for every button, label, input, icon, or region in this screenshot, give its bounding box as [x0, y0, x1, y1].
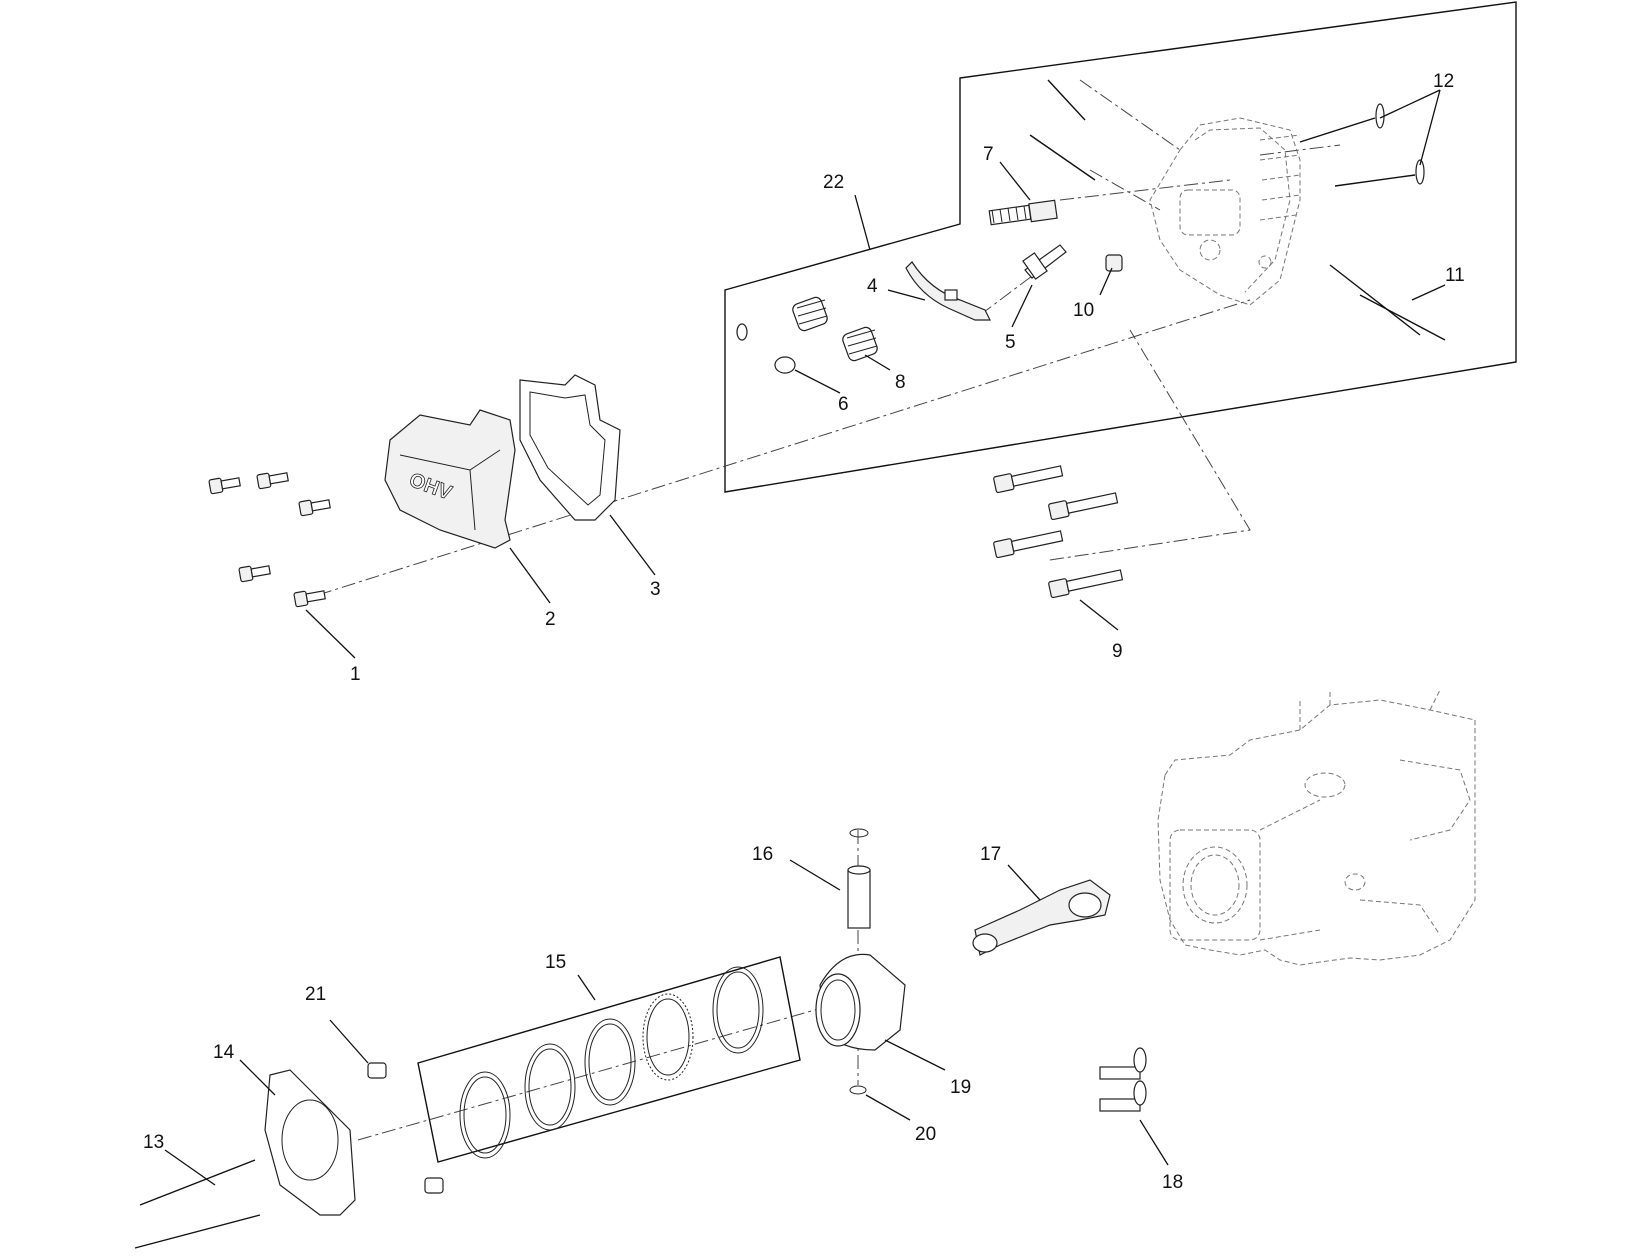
valves [1299, 103, 1425, 187]
rocker-pivot [1022, 244, 1067, 280]
alignment-line-cover [317, 299, 1251, 596]
piston-pin [847, 828, 871, 929]
spring-retainer [774, 356, 796, 374]
cylinder-dowel-rods [134, 1159, 261, 1249]
callout-21: 21 [305, 984, 326, 1005]
valve-stem-seal [1105, 254, 1123, 272]
callout-10: 10 [1073, 300, 1094, 321]
alignment-line-pushrod-b [1089, 169, 1161, 211]
callout-19: 19 [950, 1077, 971, 1098]
cover-bolts [208, 472, 331, 608]
alignment-line-rocker [979, 269, 1041, 316]
alignment-line-pushrod-a [1079, 79, 1181, 151]
dowel-pin-upper [367, 1062, 387, 1079]
callout-8: 8 [895, 372, 906, 393]
callout-18: 18 [1162, 1172, 1183, 1193]
head-studs [1029, 79, 1446, 341]
callout-2: 2 [545, 609, 556, 630]
piston [815, 953, 906, 1051]
alignment-line-head-bolts [1049, 329, 1251, 561]
cylinder-head-gasket [264, 1069, 356, 1216]
leader-lines [164, 89, 1446, 1186]
spark-plug [988, 199, 1058, 226]
callout-12: 12 [1433, 71, 1454, 92]
callout-17: 17 [980, 844, 1001, 865]
callout-4: 4 [867, 276, 878, 297]
piston-rings [459, 966, 764, 1159]
callout-15: 15 [545, 952, 566, 973]
alignment-line-spark-plug [1059, 179, 1231, 201]
connecting-rod [972, 879, 1111, 956]
dowel-pin-lower [424, 1177, 444, 1194]
callout-7: 7 [983, 144, 994, 165]
valve-cover: OHV [384, 409, 516, 549]
callout-labels: 1 2 3 4 5 6 7 8 9 10 11 12 13 14 15 16 1… [143, 71, 1465, 1193]
piston-pin-clip [849, 1085, 867, 1095]
valve-seal-small [736, 323, 748, 341]
engine-block-ghost [1157, 689, 1476, 966]
callout-22: 22 [823, 172, 844, 193]
piston-ring-set-frame [417, 956, 801, 1163]
alignment-line-cylinder [357, 999, 851, 1141]
crankcase-fasteners [1099, 1047, 1147, 1112]
callout-3: 3 [650, 579, 661, 600]
valve-springs [792, 296, 878, 362]
rocker-arm [905, 261, 991, 321]
cylinder-head-ghost [1149, 117, 1301, 306]
callout-20: 20 [915, 1124, 936, 1145]
cylinder-head-kit-frame [724, 1, 1517, 493]
head-bolts [993, 465, 1124, 599]
callout-9: 9 [1112, 641, 1123, 662]
alignment-line-valve [1259, 144, 1341, 156]
callout-5: 5 [1005, 332, 1016, 353]
callout-16: 16 [752, 844, 773, 865]
valve-cover-gasket [519, 374, 621, 521]
callout-1: 1 [350, 664, 361, 685]
callout-14: 14 [213, 1042, 235, 1063]
callout-11: 11 [1445, 265, 1465, 286]
callout-6: 6 [838, 394, 849, 415]
callout-13: 13 [143, 1132, 164, 1153]
